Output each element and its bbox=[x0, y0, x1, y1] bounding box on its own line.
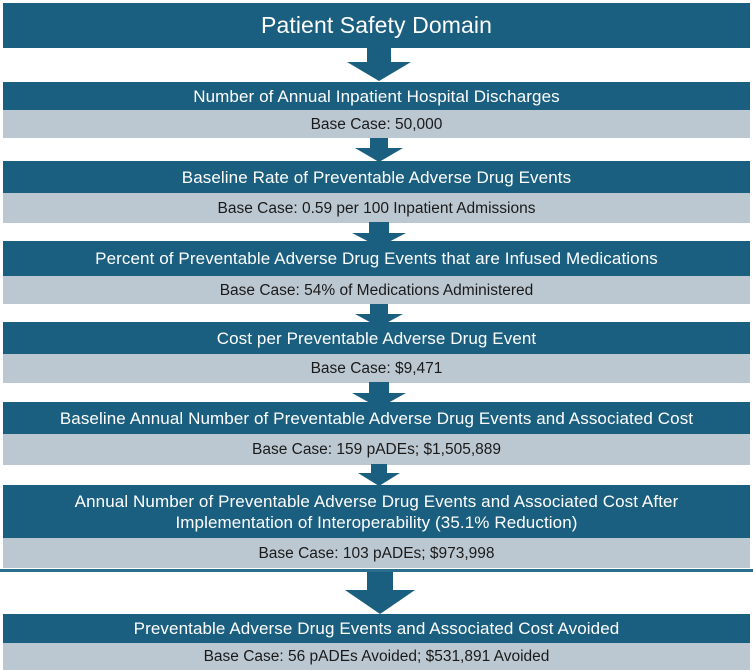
node-percent-infused-title: Percent of Preventable Adverse Drug Even… bbox=[3, 241, 750, 276]
node-baseline-rate-subtitle: Base Case: 0.59 per 100 Inpatient Admiss… bbox=[3, 193, 750, 223]
node-cost-per-pade-subtitle-text: Base Case: $9,471 bbox=[310, 360, 443, 377]
node-percent-infused-subtitle: Base Case: 54% of Medications Administer… bbox=[3, 276, 750, 304]
down-arrow-icon bbox=[358, 464, 400, 486]
node-avoided-subtitle-text: Base Case: 56 pADEs Avoided; $531,891 Av… bbox=[203, 648, 550, 665]
node-baseline-rate-subtitle-text: Base Case: 0.59 per 100 Inpatient Admiss… bbox=[217, 199, 536, 217]
node-baseline-annual-title-text: Baseline Annual Number of Preventable Ad… bbox=[59, 408, 694, 428]
node-baseline-rate-title-text: Baseline Rate of Preventable Adverse Dru… bbox=[181, 167, 572, 187]
node-post-interop-title-line-2: Implementation of Interoperability (35.1… bbox=[175, 512, 578, 532]
node-cost-per-pade-title: Cost per Preventable Adverse Drug Event bbox=[3, 322, 750, 354]
node-baseline-annual-subtitle-text: Base Case: 159 pADEs; $1,505,889 bbox=[251, 441, 502, 458]
down-arrow-icon bbox=[352, 382, 406, 408]
node-percent-infused-subtitle-text: Base Case: 54% of Medications Administer… bbox=[219, 281, 534, 299]
down-arrow-icon bbox=[352, 222, 406, 247]
down-arrow-icon bbox=[347, 48, 411, 81]
node-cost-per-pade-subtitle: Base Case: $9,471 bbox=[3, 354, 750, 383]
node-post-interop-subtitle: Base Case: 103 pADEs; $973,998 bbox=[3, 538, 750, 568]
node-domain-title: Patient Safety Domain bbox=[3, 3, 750, 48]
node-baseline-annual-title: Baseline Annual Number of Preventable Ad… bbox=[3, 402, 750, 434]
node-discharges-subtitle: Base Case: 50,000 bbox=[3, 110, 750, 138]
section-divider bbox=[0, 569, 753, 572]
node-avoided-title-text: Preventable Adverse Drug Events and Asso… bbox=[133, 619, 620, 638]
node-avoided-title: Preventable Adverse Drug Events and Asso… bbox=[3, 614, 750, 643]
down-arrow-icon bbox=[355, 304, 403, 327]
node-post-interop-title: Annual Number of Preventable Adverse Dru… bbox=[3, 485, 750, 538]
node-discharges-subtitle-text: Base Case: 50,000 bbox=[310, 115, 443, 133]
node-discharges-title: Number of Annual Inpatient Hospital Disc… bbox=[3, 82, 750, 110]
node-baseline-annual-subtitle: Base Case: 159 pADEs; $1,505,889 bbox=[3, 434, 750, 465]
node-post-interop-subtitle-text: Base Case: 103 pADEs; $973,998 bbox=[258, 544, 495, 562]
node-cost-per-pade-title-text: Cost per Preventable Adverse Drug Event bbox=[216, 328, 537, 348]
node-post-interop-title-line-1: Annual Number of Preventable Adverse Dru… bbox=[74, 491, 679, 511]
domain-title-text: Patient Safety Domain bbox=[261, 12, 492, 38]
down-arrow-icon bbox=[355, 138, 403, 162]
down-arrow-icon bbox=[345, 572, 415, 614]
node-baseline-rate-title: Baseline Rate of Preventable Adverse Dru… bbox=[3, 161, 750, 193]
node-percent-infused-title-text: Percent of Preventable Adverse Drug Even… bbox=[95, 249, 658, 268]
node-discharges-title-text: Number of Annual Inpatient Hospital Disc… bbox=[193, 86, 560, 106]
node-avoided-subtitle: Base Case: 56 pADEs Avoided; $531,891 Av… bbox=[3, 643, 750, 670]
